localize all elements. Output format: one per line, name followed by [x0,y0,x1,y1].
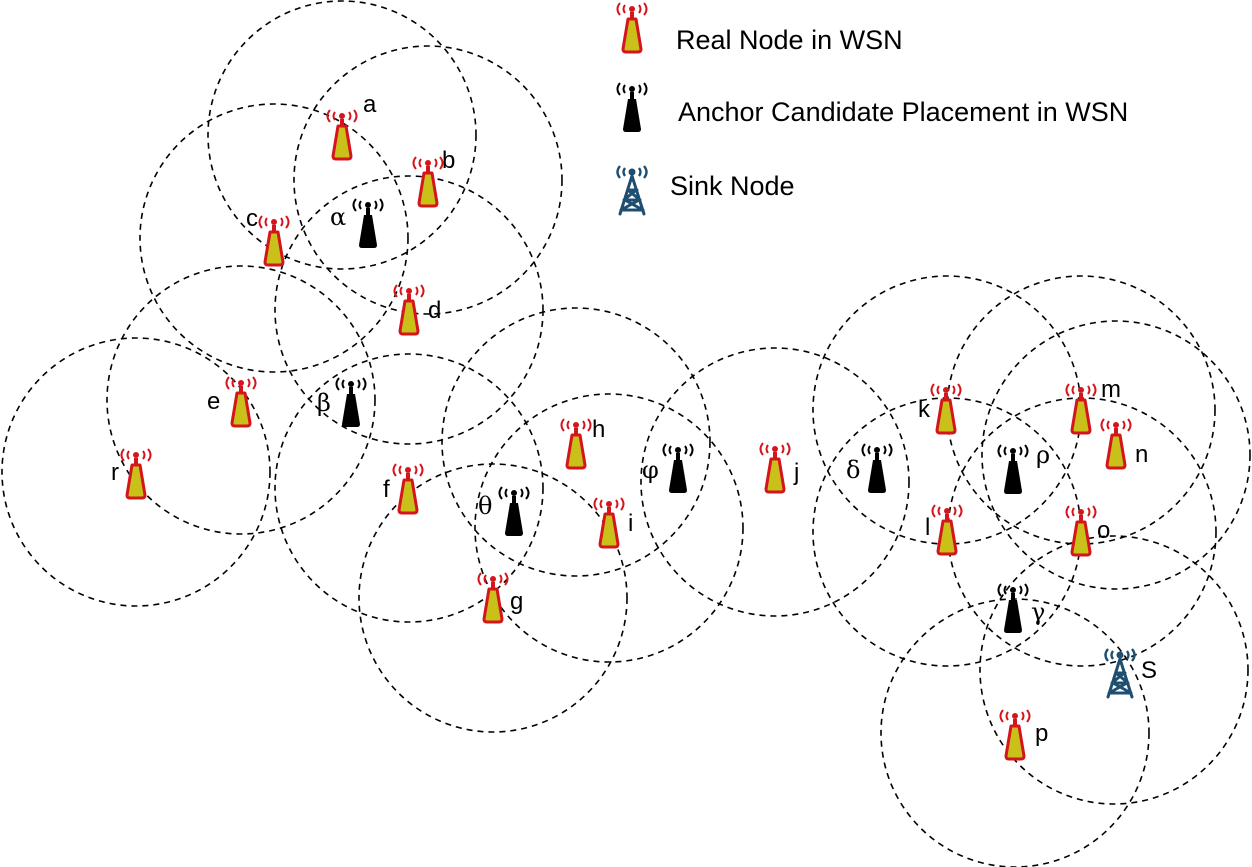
anchor-label-gamma: γ [1031,598,1045,626]
anchor-node-icon [335,377,367,428]
real-node-icon [1065,382,1097,435]
range-circle [274,353,544,623]
node-label-e: e [207,388,220,415]
anchor-node-icon [662,443,694,494]
anchor-node-icon [997,583,1029,634]
real-node-icon [392,462,424,515]
range-circle [106,265,376,535]
anchor-nodes: α β θ φ δ ρ γ [317,198,1050,634]
real-node-icon [393,283,425,336]
real-node-icon [560,417,592,470]
real-node-icon [593,496,625,549]
anchor-node-icon [997,444,1029,495]
range-circle [274,175,544,445]
node-label-m: m [1101,376,1121,403]
real-node-icon [931,503,963,556]
range-circle [979,535,1249,805]
node-label-n: n [1135,441,1148,468]
node-label-j: j [793,459,799,486]
legend-sink-node-label: Sink Node [670,171,795,201]
anchor-label-rho: ρ [1036,441,1050,469]
real-node-icon [1100,417,1132,470]
legend-sink-node-icon [616,164,648,216]
anchor-label-phi: φ [642,456,659,484]
sink-node: S [1104,647,1157,699]
anchor-node-icon [498,486,530,537]
node-label-a: a [363,91,377,118]
node-label-d: d [428,297,441,324]
sink-node-icon [1104,647,1136,699]
anchor-label-alpha: α [330,203,346,231]
node-label-h: h [592,416,605,443]
real-node-icon [412,155,444,208]
node-label-l: l [925,514,930,541]
node-label-o: o [1097,517,1110,544]
real-node-icon [1065,504,1097,557]
anchor-node-icon [861,443,893,494]
real-node-icon [258,214,290,267]
range-circle [474,393,744,663]
range-circle [293,45,563,315]
range-circle [207,0,477,270]
legend-real-node-label: Real Node in WSN [676,25,903,55]
legend-real-node-icon [616,1,648,54]
legend: Real Node in WSN Anchor Candidate Placem… [616,1,1128,216]
real-node-icon [759,441,791,494]
legend-anchor-node-label: Anchor Candidate Placement in WSN [678,97,1128,127]
anchor-label-theta: θ [478,492,492,520]
real-node-icon [477,571,509,624]
anchor-node-icon [352,198,384,249]
real-node-icon [930,382,962,435]
range-circle [441,307,711,577]
node-label-g: g [510,588,523,615]
sink-label: S [1141,657,1157,684]
anchor-label-delta: δ [846,456,860,484]
node-label-p: p [1035,720,1048,747]
range-circle [981,320,1251,590]
real-node-icon [326,108,358,161]
node-label-c: c [246,205,258,232]
range-circle [139,103,409,373]
range-circle [1,337,271,607]
legend-anchor-node-icon [616,82,648,133]
anchor-label-beta: β [317,389,331,417]
real-node-icon [225,375,257,428]
node-label-k: k [918,396,931,423]
node-label-r: r [111,459,119,486]
real-nodes: a b c d e r f g h i j k l m n o p [111,91,1148,761]
real-node-icon [999,708,1031,761]
node-label-i: i [628,510,633,537]
node-label-f: f [383,476,390,503]
real-node-icon [120,447,152,500]
range-circle [358,463,628,733]
range-circle [640,347,910,617]
node-label-b: b [442,147,455,174]
